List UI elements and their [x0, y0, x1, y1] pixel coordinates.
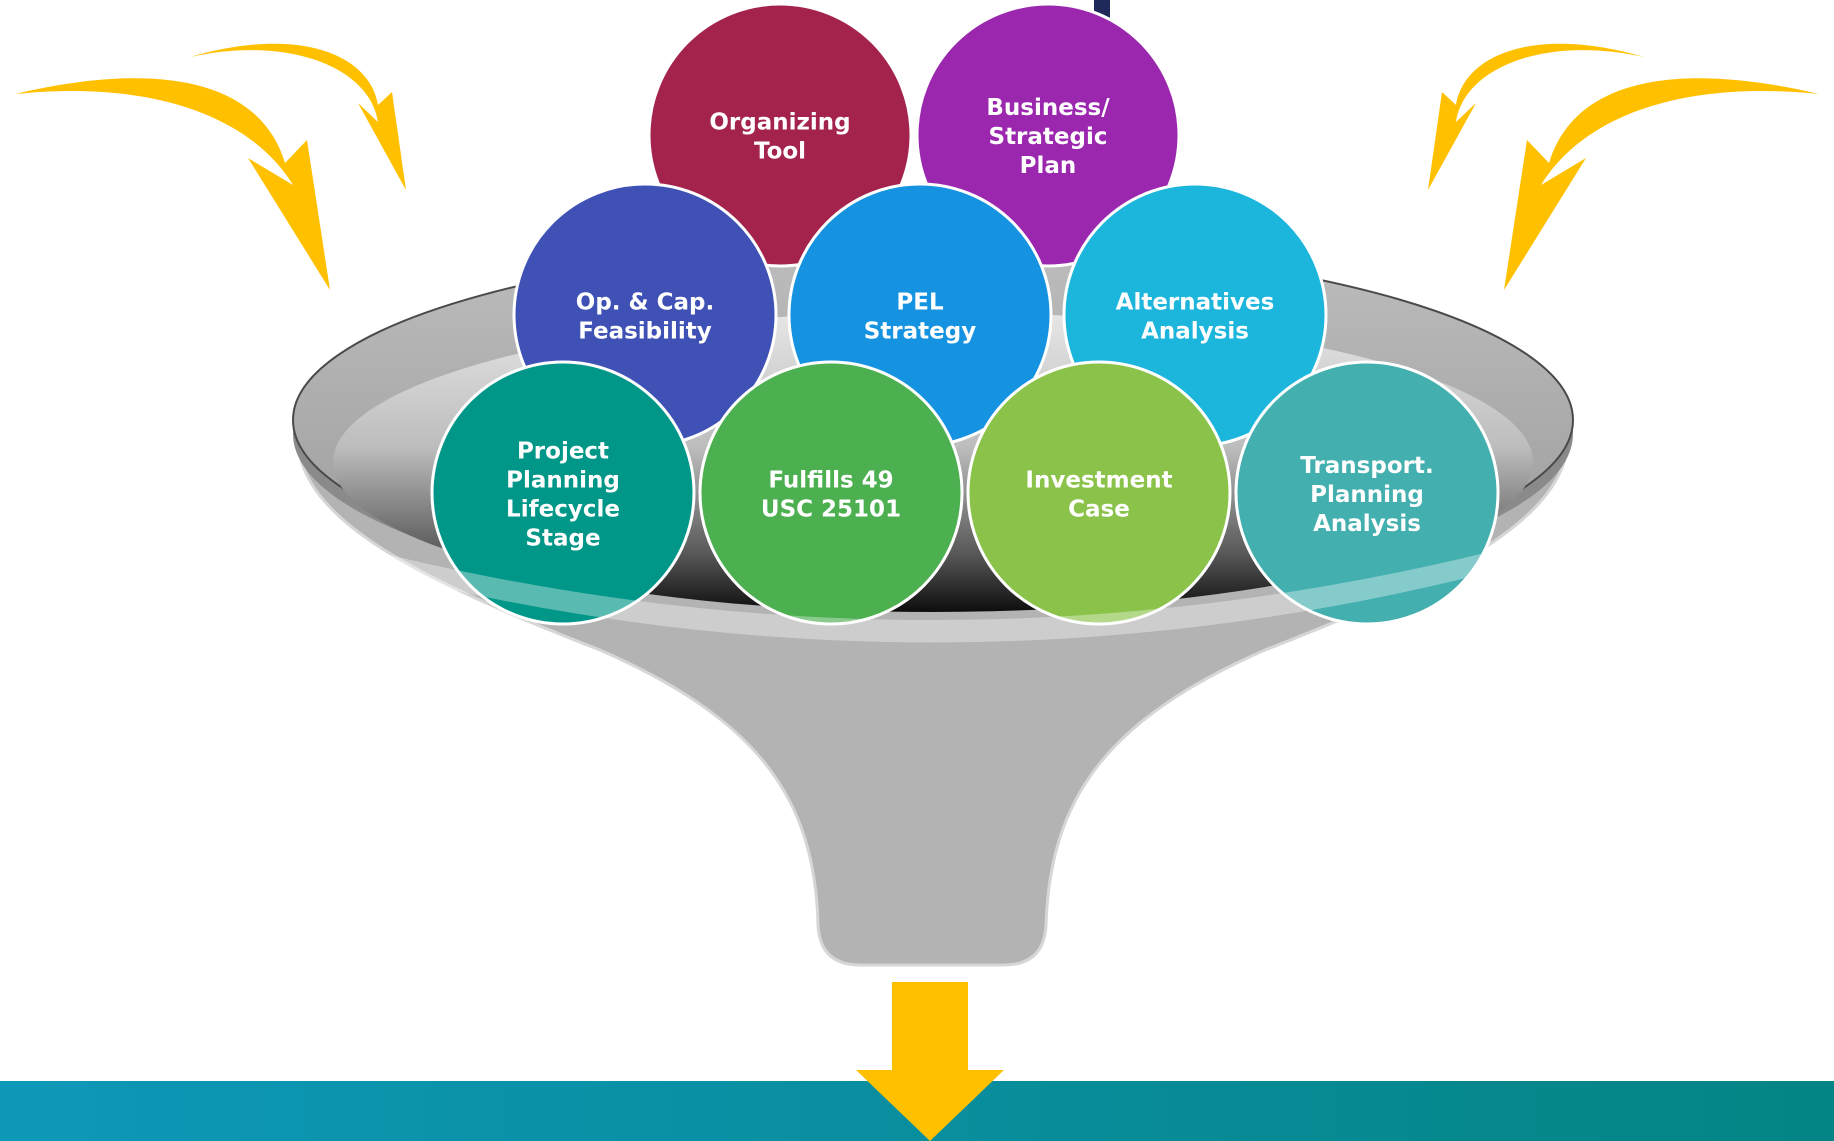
circle-label-line: Fulfills 49: [768, 468, 893, 494]
circle-shape: [647, 2, 913, 268]
circle-shape: [430, 360, 696, 626]
circle-label-line: Strategic: [989, 124, 1108, 150]
circle-label-line: Stage: [525, 526, 600, 552]
circle-fulfills-49-usc-25101: Fulfills 49 USC 25101: [698, 360, 964, 626]
circle-label-line: Lifecycle: [506, 497, 620, 523]
circle-label-line: Project: [517, 439, 609, 465]
circle-label-line: Tool: [754, 139, 806, 165]
circle-label-line: Feasibility: [578, 319, 712, 345]
circle-label-line: Analysis: [1313, 511, 1421, 537]
circle-label-line: Plan: [1020, 153, 1077, 179]
arrow-top-left-outer: [15, 78, 330, 290]
circle-shape: [1234, 360, 1500, 626]
circle-label-line: Planning: [1310, 482, 1424, 508]
circle-shape: [966, 360, 1232, 626]
circle-shape: [698, 360, 964, 626]
circle-label-line: USC 25101: [761, 497, 901, 523]
circle-label-line: Planning: [506, 468, 620, 494]
circle-label-line: Investment: [1025, 468, 1172, 494]
circle-label-line: Organizing: [709, 110, 850, 136]
funnel-front-lip: [330, 540, 1536, 643]
circle-label-line: Case: [1068, 497, 1130, 523]
circle-label-line: Analysis: [1141, 319, 1249, 345]
circle-label-line: PEL: [896, 290, 944, 316]
arrow-down: [856, 982, 1004, 1141]
circle-label-line: Business/: [986, 95, 1110, 121]
circle-label-line: Strategy: [864, 319, 976, 345]
input-arrows: [15, 43, 1819, 1141]
circle-label-line: Transport.: [1300, 453, 1433, 479]
circle-label-line: Alternatives: [1116, 290, 1275, 316]
circle-label-line: Op. & Cap.: [576, 290, 714, 316]
arrow-top-right-outer: [1504, 78, 1819, 290]
